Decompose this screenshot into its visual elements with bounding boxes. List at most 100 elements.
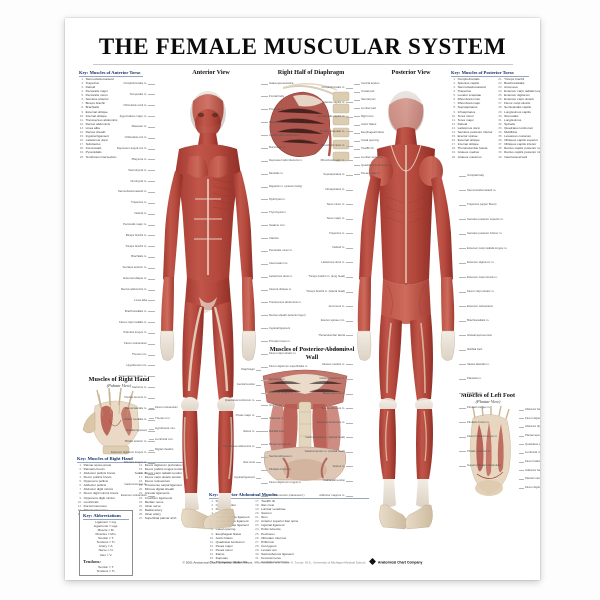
anatomy-label: Costal part <box>361 89 375 94</box>
anatomy-label: Intercostal mm. <box>269 261 289 266</box>
anatomy-label: Inguinal ligament <box>269 325 291 330</box>
key-item-label: External oblique <box>85 109 108 114</box>
key-item: 40.Intertransversarii <box>498 155 541 160</box>
anatomy-label: Extensor carpi ulnaris m. <box>467 274 498 279</box>
key-item: 16.Transversus abdominis <box>209 561 249 565</box>
key-item: 25.Radial artery <box>138 507 192 513</box>
key-item-label: Pectoralis major <box>85 89 108 94</box>
key-item: Muscles = Mm. <box>95 532 117 537</box>
illustration-diaphragm <box>263 78 359 174</box>
key-item: 20.Gluteus maximus <box>451 155 493 160</box>
key-item-label: Occipitofrontalis <box>457 76 480 81</box>
anatomy-label: Tensor fasciae latae m. <box>118 373 147 378</box>
key-item-label: External oblique <box>457 138 480 143</box>
anatomy-label: Pronator teres m. <box>269 338 291 343</box>
key-item: 6.Serratus anterior <box>79 98 117 102</box>
key-item: Tendons = Tt. <box>96 568 116 573</box>
anatomy-label: Quadratus plantae m. <box>525 441 540 446</box>
key-item-number: 14. <box>209 552 214 556</box>
key-item-label: Sternocleidomastoid <box>85 76 114 81</box>
key-item-label: Subclavius <box>85 142 101 147</box>
key-item-label: Rectus abdominis <box>85 121 111 126</box>
key-item: 15.Inguinal ligament <box>79 135 117 139</box>
anatomy-label: Gracilis m. <box>269 402 283 407</box>
illustration-anterior-figure <box>149 79 267 539</box>
key-item: 25.Extensor digitorum <box>498 94 541 98</box>
key-item-number: 4. <box>79 475 82 480</box>
diamond-logo-icon <box>368 557 377 565</box>
anatomy-label: Extensor digitorum m. <box>467 260 495 264</box>
key-item: 7.Abductor digiti minimi <box>77 488 133 492</box>
key-item-number: 22. <box>498 80 503 85</box>
subheader-right-hand: (Palmar View) <box>106 383 132 388</box>
key-item-number: 2. <box>211 502 214 507</box>
key-item-label: Extensor carpi ulnaris <box>504 97 534 102</box>
key-item-label: Erector spinae <box>457 134 478 139</box>
key-item-label: Supraspinatus <box>457 105 478 110</box>
key-item: 2.Splenius capitis <box>451 81 493 86</box>
anatomy-label: Trapezius m. <box>131 200 147 205</box>
key-item-number: 21. <box>498 76 503 81</box>
anatomy-label: Lumbar part <box>361 105 377 110</box>
anatomy-label: Fibularis longus m. <box>467 405 491 409</box>
key-item-number: 18. <box>451 146 456 151</box>
key-item-number: 39. <box>498 150 503 155</box>
key-item-number: 1. <box>211 498 214 503</box>
section-header-posterior: Posterior View <box>391 69 431 76</box>
anatomy-label: Plantar aponeurosis <box>525 433 540 437</box>
anatomy-label: Clavicle <box>269 235 279 240</box>
key-item-number: 20. <box>79 154 84 159</box>
key-item: 6.Adductor pollicis <box>77 484 133 488</box>
anatomy-label: Extensor retinaculum <box>120 493 147 497</box>
key-item: 18.Thoracolumbar fascia <box>451 147 493 151</box>
anatomy-label: Sartorius m. <box>132 384 147 389</box>
key-item-label: Pectoralis minor <box>85 93 108 98</box>
key-item-number: 7. <box>453 101 456 106</box>
anatomy-label: Depressor anguli oris m. <box>116 146 147 151</box>
page-title: THE FEMALE MUSCULAR SYSTEM <box>98 34 507 59</box>
anatomy-label: Superior fibular retinaculum <box>467 463 501 467</box>
key-item-number: 12. <box>209 543 214 548</box>
key-item: 24.Pubic tubercle <box>254 528 298 532</box>
key-item-label: Iliopsoas <box>215 556 228 561</box>
key-item: 37.Obliquus capitis inferior <box>498 143 541 147</box>
key-item: 18.Intercostals <box>79 147 117 151</box>
anatomy-label: Fibularis brevis m. <box>467 419 490 424</box>
key-item: 4.Flexor pollicis brevis <box>77 476 133 480</box>
anatomy-label: Gastrocnemius m. (lateral head) <box>305 434 345 439</box>
anatomy-label: Zygomaticus major m. <box>119 113 147 118</box>
anatomy-label: Semispinalis capitis m. <box>316 114 345 119</box>
anatomy-label: Anconeus m. <box>328 303 345 308</box>
key-item-label: Latissimus dorsi <box>85 138 108 143</box>
key-item-number: 3. <box>211 506 214 511</box>
key-item-number: 9. <box>211 531 214 536</box>
key-item-label: Anterior superior iliac spine <box>261 519 299 524</box>
key-item: 19.Pyramidalis <box>79 151 117 155</box>
key-item: 15.Flexor pollicis longus tendon <box>138 467 192 472</box>
key-item-label: Iliacus <box>215 552 225 556</box>
anatomy-label: Splenius capitis m. <box>321 99 345 104</box>
anatomy-label: Gluteus medius m. <box>321 361 345 366</box>
key-item-number: 19. <box>255 506 260 511</box>
section-header-left-foot: Muscles of Left Foot <box>460 392 516 399</box>
illustration-left-foot <box>459 404 523 500</box>
key-subtitle: Tendons: <box>83 559 101 565</box>
key-item-label: Extensor carpi radialis longus <box>504 89 540 94</box>
anatomy-label: Levator scapulae m. <box>319 128 345 133</box>
anatomy-label: Mentalis m. <box>269 171 284 176</box>
key-item: 34.Multifidus <box>498 130 541 135</box>
key-item-number: 19. <box>451 150 456 155</box>
key-item: 2.Trapezius <box>79 81 117 86</box>
anatomy-label: Frontal belly <box>269 93 285 98</box>
anatomy-label: Flexor carpi ulnaris m. <box>467 289 495 293</box>
key-item: 12.Deltoid <box>451 122 493 127</box>
anatomy-label: Infraspinatus m. <box>325 187 345 191</box>
key-item-label: Palmaris brevis <box>83 466 105 471</box>
anatomy-label: Latissimus dorsi m. <box>269 274 293 279</box>
key-title: Key: Muscles of Anterior Torso <box>79 70 143 77</box>
anatomy-label: Sternocleidomastoid m. <box>117 189 147 194</box>
key-item-number: 24. <box>498 89 503 94</box>
key-item: 16.Latissimus dorsi <box>79 139 117 143</box>
key-item-number: 25. <box>138 507 144 512</box>
